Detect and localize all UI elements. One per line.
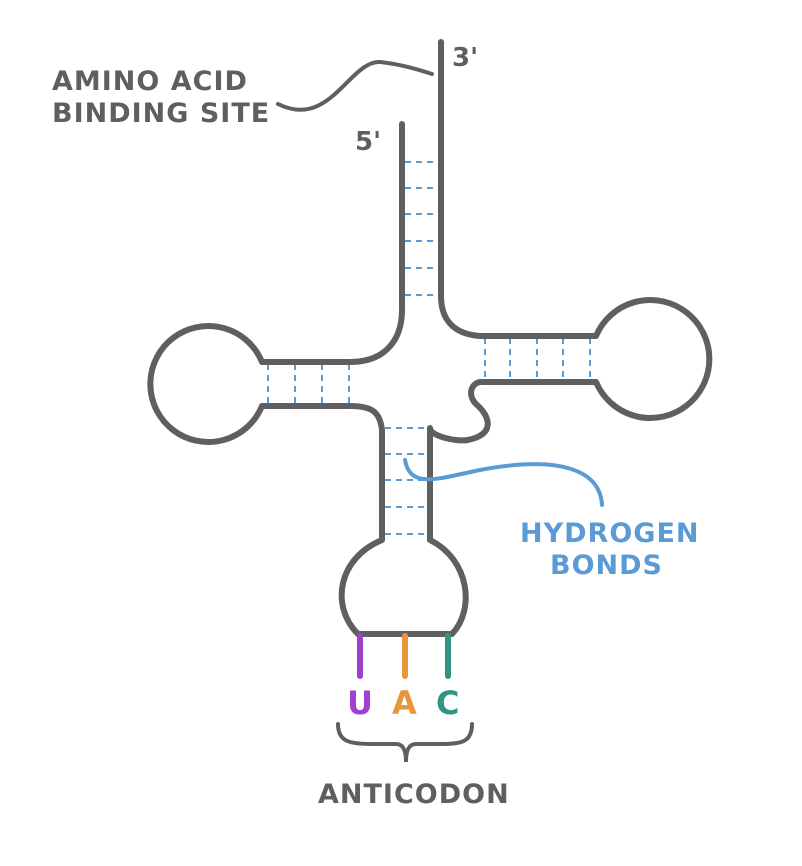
three-prime-strand [147, 39, 713, 637]
acceptor-stem-bonds [405, 161, 441, 296]
amino-acid-pointer [276, 59, 434, 112]
anticodon-brace [336, 722, 474, 763]
base-u-label: U [347, 684, 373, 722]
amino-acid-label-line2: BINDING SITE [52, 98, 270, 129]
hydrogen-bonds-label-line1: HYDROGEN [520, 518, 700, 549]
d-arm-bonds [267, 364, 350, 404]
five-prime-label: 5' [355, 127, 381, 157]
amino-acid-label-line1: AMINO ACID [52, 66, 248, 97]
base-c-label: C [436, 684, 459, 722]
three-prime-label: 3' [452, 43, 478, 73]
hydrogen-bonds-label-line2: BONDS [550, 550, 663, 581]
t-arm-bonds [484, 338, 591, 380]
anticodon-stem-bonds [385, 427, 427, 535]
base-a-label: A [392, 684, 417, 722]
hydrogen-bonds-pointer [403, 458, 604, 507]
anticodon-label: ANTICODON [318, 779, 510, 810]
